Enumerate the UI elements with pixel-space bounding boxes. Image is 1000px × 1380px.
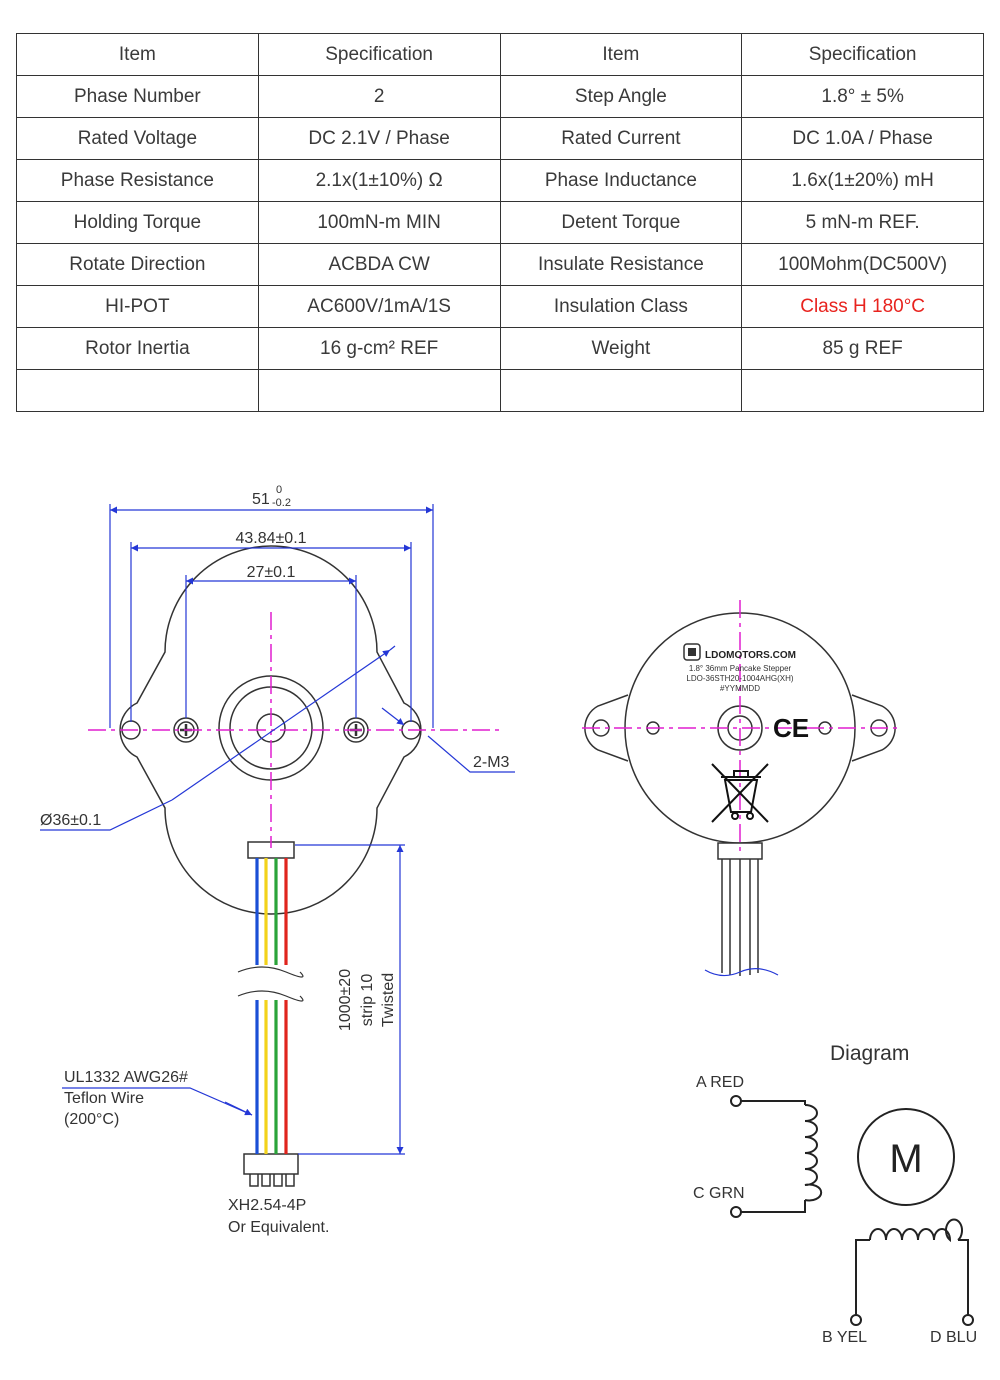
ce-mark-icon: CE — [773, 713, 809, 743]
spec-item-cell: Phase Number — [16, 75, 259, 118]
dim-overall-upper-tol: 0 — [276, 484, 282, 496]
terminal-b-label: B YEL — [822, 1329, 867, 1346]
spec-item-cell: Detent Torque — [499, 201, 743, 244]
rear-label: LDOMOTORS.COM 1.8° 36mm Pancake Stepper … — [683, 643, 809, 823]
spec-item-cell: Rotor Inertia — [16, 327, 259, 370]
rear-brand: LDOMOTORS.COM — [705, 650, 796, 661]
spec-value-cell: DC 2.1V / Phase — [257, 117, 501, 160]
spec-item-cell: Weight — [499, 327, 743, 370]
motor-symbol-circle — [857, 1108, 955, 1206]
terminal-b — [850, 1314, 862, 1326]
front-connector — [243, 1153, 299, 1175]
dim-body-diameter-label: Ø36±0.1 — [40, 812, 101, 829]
spec-value-cell — [257, 369, 501, 412]
spec-value-cell: ACBDA CW — [257, 243, 501, 286]
rear-label-line2: LDO-36STH20-1004AHG(XH) — [686, 674, 793, 683]
spec-value-cell: 1.6x(1±20%) mH — [741, 159, 984, 202]
dim-mount-holes-label: 2-M3 — [473, 754, 510, 771]
spec-item-cell: Insulation Class — [499, 285, 743, 328]
dim-screw-spacing-label: 27±0.1 — [247, 564, 296, 581]
front-dimension-labels: 51 0 -0.2 43.84±0.1 27±0.1 Ø36±0.1 2-M3 … — [40, 484, 510, 1236]
spec-item-cell — [16, 369, 259, 412]
spec-header-cell: Specification — [257, 33, 501, 76]
coil-bd — [869, 1218, 963, 1243]
terminal-c — [730, 1206, 742, 1218]
spec-item-cell — [499, 369, 743, 412]
coil-ac — [804, 1104, 823, 1202]
terminal-a — [730, 1095, 742, 1107]
spec-value-cell: 2.1x(1±10%) Ω — [257, 159, 501, 202]
dim-overall-label: 51 — [252, 491, 270, 508]
diagram-title: Diagram — [830, 1042, 909, 1065]
spec-value-cell: 100mN-m MIN — [257, 201, 501, 244]
spec-item-cell: Phase Resistance — [16, 159, 259, 202]
rear-label-line3: #YYMMDD — [720, 684, 760, 693]
terminal-a-label: A RED — [696, 1074, 744, 1091]
front-wires — [237, 858, 304, 1154]
spec-value-cell: 100Mohm(DC500V) — [741, 243, 984, 286]
front-centerlines — [88, 612, 500, 848]
terminal-d-label: D BLU — [930, 1329, 977, 1346]
spec-row — [16, 369, 984, 412]
weee-bin-icon — [711, 763, 769, 823]
front-view — [119, 545, 422, 1187]
connector-line1: XH2.54-4P — [228, 1197, 306, 1214]
spec-value-cell: DC 1.0A / Phase — [741, 117, 984, 160]
rear-wire-cut — [704, 968, 779, 977]
dim-overall-lower-tol: -0.2 — [272, 497, 291, 509]
spec-item-cell: Holding Torque — [16, 201, 259, 244]
wire-spec-line3: (200°C) — [64, 1111, 119, 1128]
terminal-c-label: C GRN — [693, 1185, 745, 1202]
spec-header-cell: Specification — [741, 33, 984, 76]
front-connector-pins — [249, 1174, 295, 1187]
rear-wires — [721, 859, 759, 976]
wire-spec-line1: UL1332 AWG26# — [64, 1069, 188, 1086]
wiring-diagram: Diagram M A RED C GRN B YEL D BLU — [693, 1042, 977, 1346]
lead-length-line2: strip 10 — [359, 974, 376, 1027]
spec-value-cell: 1.8° ± 5% — [741, 75, 984, 118]
spec-item-cell: Step Angle — [499, 75, 743, 118]
wire-break-mark — [237, 966, 304, 1002]
dim-hole-spacing-label: 43.84±0.1 — [235, 530, 306, 547]
spec-header-cell: Item — [16, 33, 259, 76]
spec-value-cell: AC600V/1mA/1S — [257, 285, 501, 328]
motor-symbol-label: M — [889, 1137, 922, 1181]
front-dimensions — [40, 504, 515, 1155]
terminal-d — [962, 1314, 974, 1326]
rear-label-line1: 1.8° 36mm Pancake Stepper — [689, 664, 792, 673]
wire-spec-line2: Teflon Wire — [64, 1090, 144, 1107]
lead-length-line3: Twisted — [380, 973, 397, 1027]
rear-centerlines — [582, 600, 900, 855]
connector-line2: Or Equivalent. — [228, 1219, 329, 1236]
ldo-logo-icon — [683, 643, 701, 661]
spec-value-cell — [741, 369, 984, 412]
lead-length-line1: 1000±20 — [337, 969, 354, 1031]
spec-value-cell: 16 g-cm² REF — [257, 327, 501, 370]
